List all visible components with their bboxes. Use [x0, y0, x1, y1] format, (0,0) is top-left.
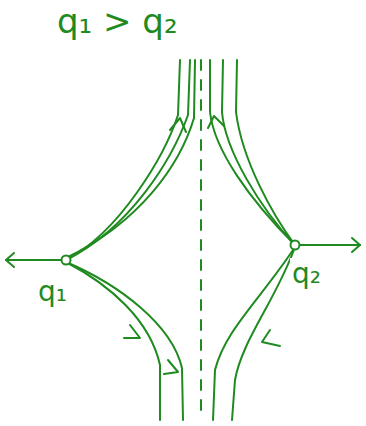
charge-label: q₂ [290, 258, 323, 290]
arrow-head [352, 238, 360, 252]
charge-dot [291, 241, 300, 250]
charge-label: q₁ [36, 276, 69, 308]
charge-comparison: q₁ > q₂ [55, 2, 180, 41]
arrow-head [124, 325, 140, 338]
field-line [66, 262, 183, 420]
field-line [236, 60, 295, 245]
arrow-head [164, 360, 178, 374]
field-line [232, 247, 295, 420]
field-line [66, 60, 195, 258]
arrow-head [6, 253, 14, 267]
field-line [213, 247, 295, 420]
field-line [66, 60, 180, 260]
field-line [66, 60, 190, 260]
arrow-head [170, 118, 186, 132]
field-line [295, 244, 360, 246]
field-line [210, 60, 295, 245]
charge-dot [62, 256, 71, 265]
arrow-head [208, 116, 224, 128]
arrow-head [262, 330, 280, 346]
field-line [222, 60, 295, 245]
symmetry-line [200, 60, 202, 420]
field-line [6, 259, 66, 261]
